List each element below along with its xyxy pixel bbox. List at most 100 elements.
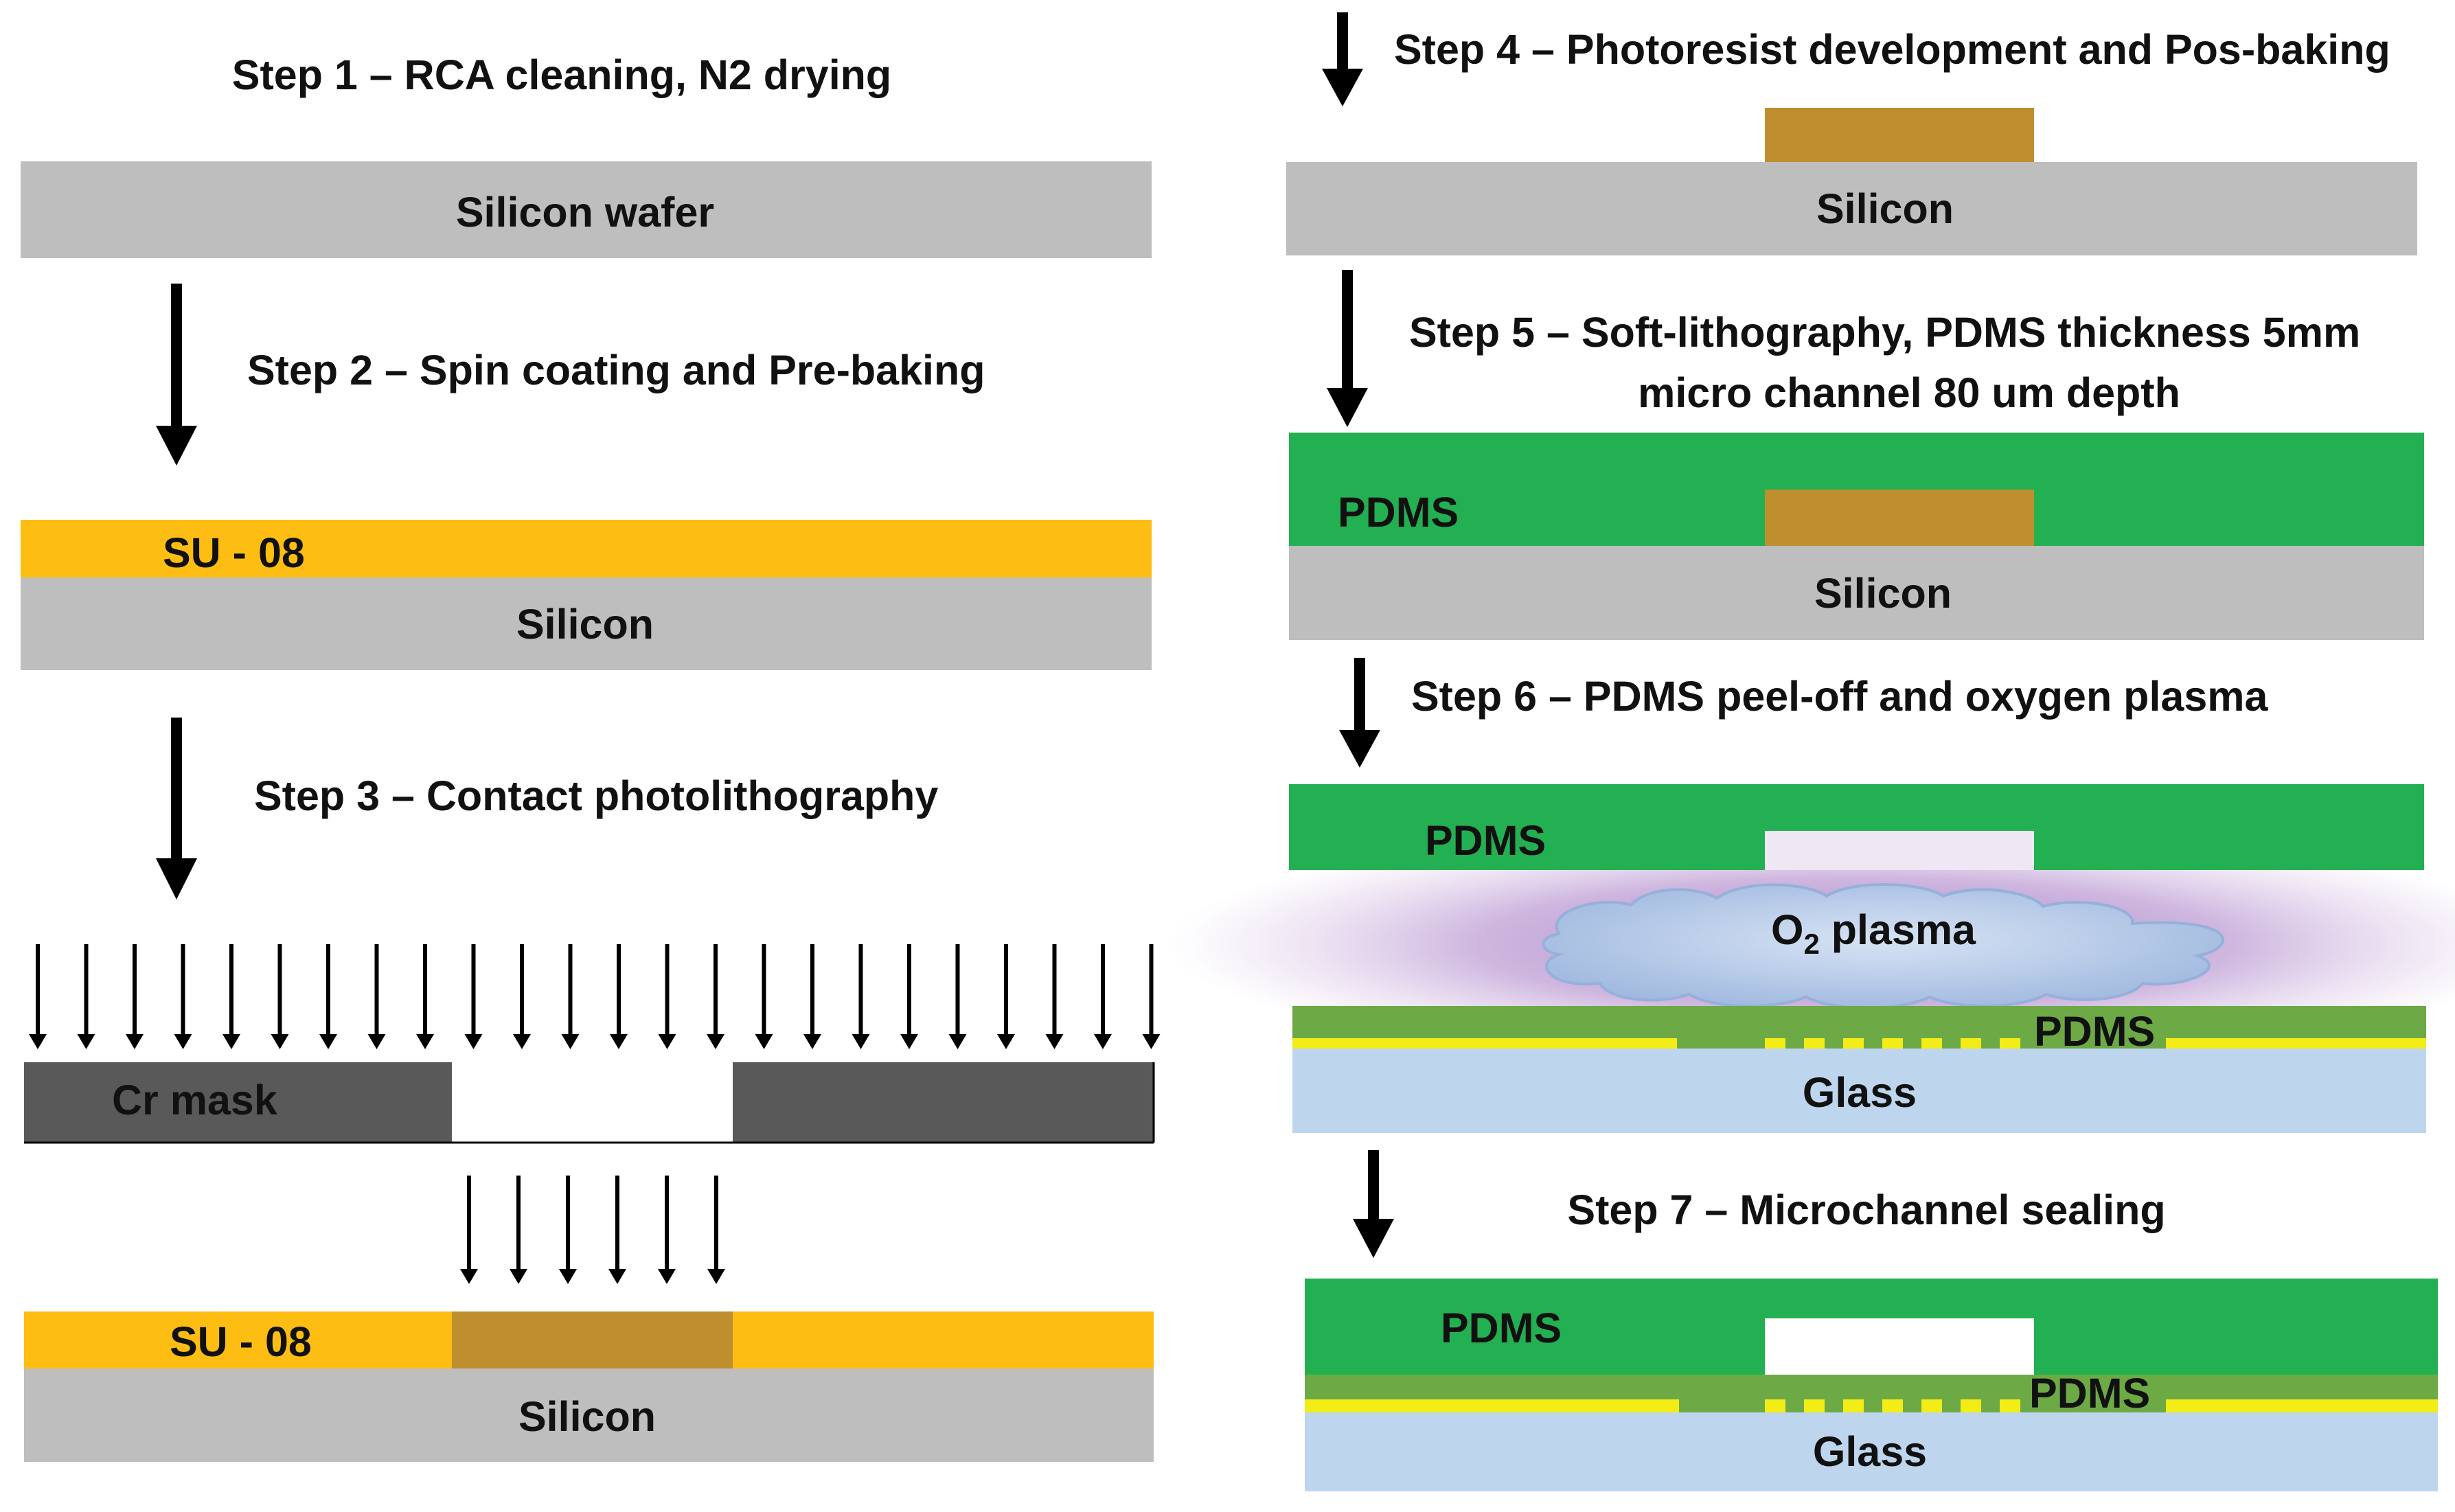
uv-arrow bbox=[416, 944, 434, 1049]
su08-label: SU - 08 bbox=[170, 1318, 312, 1365]
uv-exposure-arrows bbox=[29, 944, 1161, 1049]
uv-arrow bbox=[367, 944, 386, 1049]
silicon-label: Silicon bbox=[1814, 570, 1952, 617]
silicon-layer bbox=[1286, 162, 2417, 255]
pdms-label: PDMS bbox=[1441, 1305, 1562, 1351]
channel-dash bbox=[1765, 1399, 1785, 1412]
channel-dash bbox=[1882, 1038, 1903, 1049]
silicon-layer bbox=[24, 1368, 1154, 1462]
uv-arrow bbox=[1142, 944, 1161, 1049]
o2-plasma-label: O2 plasma bbox=[1771, 906, 1976, 960]
cr-mask-right bbox=[733, 1062, 1154, 1143]
sealed-channel bbox=[1765, 1318, 2034, 1375]
silicon-wafer-label: Silicon wafer bbox=[456, 189, 714, 236]
uv-arrow bbox=[755, 944, 773, 1049]
channel-dash bbox=[1804, 1038, 1825, 1049]
uv-arrow bbox=[126, 944, 144, 1049]
step-2-stack: SU - 08 Silicon bbox=[21, 520, 1152, 670]
silicon-label: Silicon bbox=[518, 1393, 656, 1440]
step-4-stack: Silicon bbox=[1286, 108, 2417, 255]
uv-arrow bbox=[77, 944, 95, 1049]
channel-pattern bbox=[1765, 1038, 2020, 1049]
uv-arrow bbox=[610, 944, 628, 1049]
silicon-label: Silicon bbox=[1816, 185, 1954, 232]
step-7-title: Step 7 – Microchannel sealing bbox=[1567, 1187, 2165, 1233]
o2-subscript: 2 bbox=[1803, 928, 1819, 960]
uv-arrow bbox=[1094, 944, 1112, 1049]
channel-dash bbox=[1765, 1038, 1785, 1049]
arrow-step-4 bbox=[1322, 12, 1363, 106]
uv-arrow bbox=[561, 944, 580, 1049]
channel-dash bbox=[1804, 1399, 1825, 1412]
exposed-resist-region bbox=[452, 1311, 733, 1368]
channel-dash bbox=[1961, 1038, 1981, 1049]
cr-mask: Cr mask bbox=[24, 1062, 1155, 1144]
uv-arrow bbox=[1045, 944, 1064, 1049]
uv-arrow bbox=[319, 944, 337, 1049]
uv-arrow bbox=[513, 944, 531, 1049]
pdms-peeled-layer bbox=[1289, 784, 2424, 870]
uv-arrow bbox=[948, 944, 967, 1049]
step-7-sealed-device: PDMS PDMS Glass bbox=[1305, 1279, 2438, 1491]
cloud-shape bbox=[1542, 883, 2224, 1010]
pdms-label: PDMS bbox=[1338, 489, 1459, 536]
step-2-title: Step 2 – Spin coating and Pre-baking bbox=[247, 347, 985, 393]
step-1-wafer: Silicon wafer bbox=[21, 161, 1152, 258]
step-6-title: Step 6 – PDMS peel-off and oxygen plasma bbox=[1411, 673, 2268, 720]
transmitted-arrow bbox=[608, 1176, 626, 1284]
step-1-title: Step 1 – RCA cleaning, N2 drying bbox=[232, 51, 891, 98]
glass-substrate bbox=[1305, 1412, 2438, 1491]
pdms-thin-layer bbox=[1305, 1375, 2438, 1399]
o2-prefix: O bbox=[1771, 906, 1803, 953]
silicon-wafer-layer bbox=[21, 161, 1152, 258]
channel-dash bbox=[1921, 1038, 1942, 1049]
pdms-label-thin: PDMS bbox=[2034, 1008, 2155, 1055]
uv-arrow bbox=[803, 944, 821, 1049]
uv-arrow bbox=[222, 944, 240, 1049]
step-5-stack: PDMS Silicon bbox=[1289, 433, 2424, 640]
uv-arrow bbox=[658, 944, 676, 1049]
arrow-step-6 bbox=[1339, 658, 1380, 768]
step-3-stack: SU - 08 Silicon bbox=[24, 1311, 1154, 1462]
uv-arrow bbox=[464, 944, 483, 1049]
silicon-layer bbox=[21, 577, 1152, 670]
developed-resist-feature bbox=[1765, 108, 2034, 162]
adhesion-line-right bbox=[2166, 1038, 2426, 1049]
step-4-title: Step 4 – Photoresist development and Pos… bbox=[1394, 26, 2390, 73]
uv-arrow bbox=[852, 944, 870, 1049]
uv-arrow bbox=[29, 944, 47, 1049]
cr-mask-label: Cr mask bbox=[112, 1077, 277, 1123]
adhesion-line-left bbox=[1305, 1399, 1679, 1412]
cr-mask-left bbox=[24, 1062, 452, 1143]
channel-dash bbox=[1843, 1038, 1864, 1049]
step-6-pdms-peeled: PDMS bbox=[1289, 784, 2424, 870]
uv-arrow bbox=[271, 944, 289, 1049]
pdms-label-thin: PDMS bbox=[2029, 1370, 2150, 1417]
transmitted-uv-arrows bbox=[460, 1176, 725, 1284]
pdms-label: PDMS bbox=[1425, 817, 1546, 864]
step-3-title: Step 3 – Contact photolithography bbox=[254, 772, 938, 819]
transmitted-arrow bbox=[460, 1176, 478, 1284]
transmitted-arrow bbox=[707, 1176, 725, 1284]
arrow-step-2 bbox=[156, 284, 197, 466]
channel-dash bbox=[2000, 1399, 2020, 1412]
channel-dash bbox=[1843, 1399, 1864, 1412]
su08-layer bbox=[21, 520, 1152, 577]
silicon-label: Silicon bbox=[516, 601, 654, 648]
channel-dash bbox=[2000, 1038, 2020, 1049]
glass-substrate bbox=[1292, 1049, 2426, 1133]
arrow-step-3 bbox=[156, 718, 197, 900]
channel-cavity bbox=[1765, 831, 2034, 870]
o2-plasma-cloud: O2 plasma bbox=[1542, 883, 2224, 1010]
uv-arrow bbox=[174, 944, 192, 1049]
channel-pattern bbox=[1765, 1399, 2020, 1412]
step-6-glass-stack: PDMS Glass bbox=[1292, 1006, 2426, 1133]
glass-label: Glass bbox=[1813, 1428, 1927, 1475]
transmitted-arrow bbox=[559, 1176, 577, 1284]
transmitted-arrow bbox=[510, 1176, 527, 1284]
step-5-title-line2: micro channel 80 um depth bbox=[1638, 369, 2180, 416]
glass-label: Glass bbox=[1803, 1069, 1917, 1116]
o2-suffix: plasma bbox=[1820, 906, 1976, 953]
uv-arrow bbox=[997, 944, 1015, 1049]
